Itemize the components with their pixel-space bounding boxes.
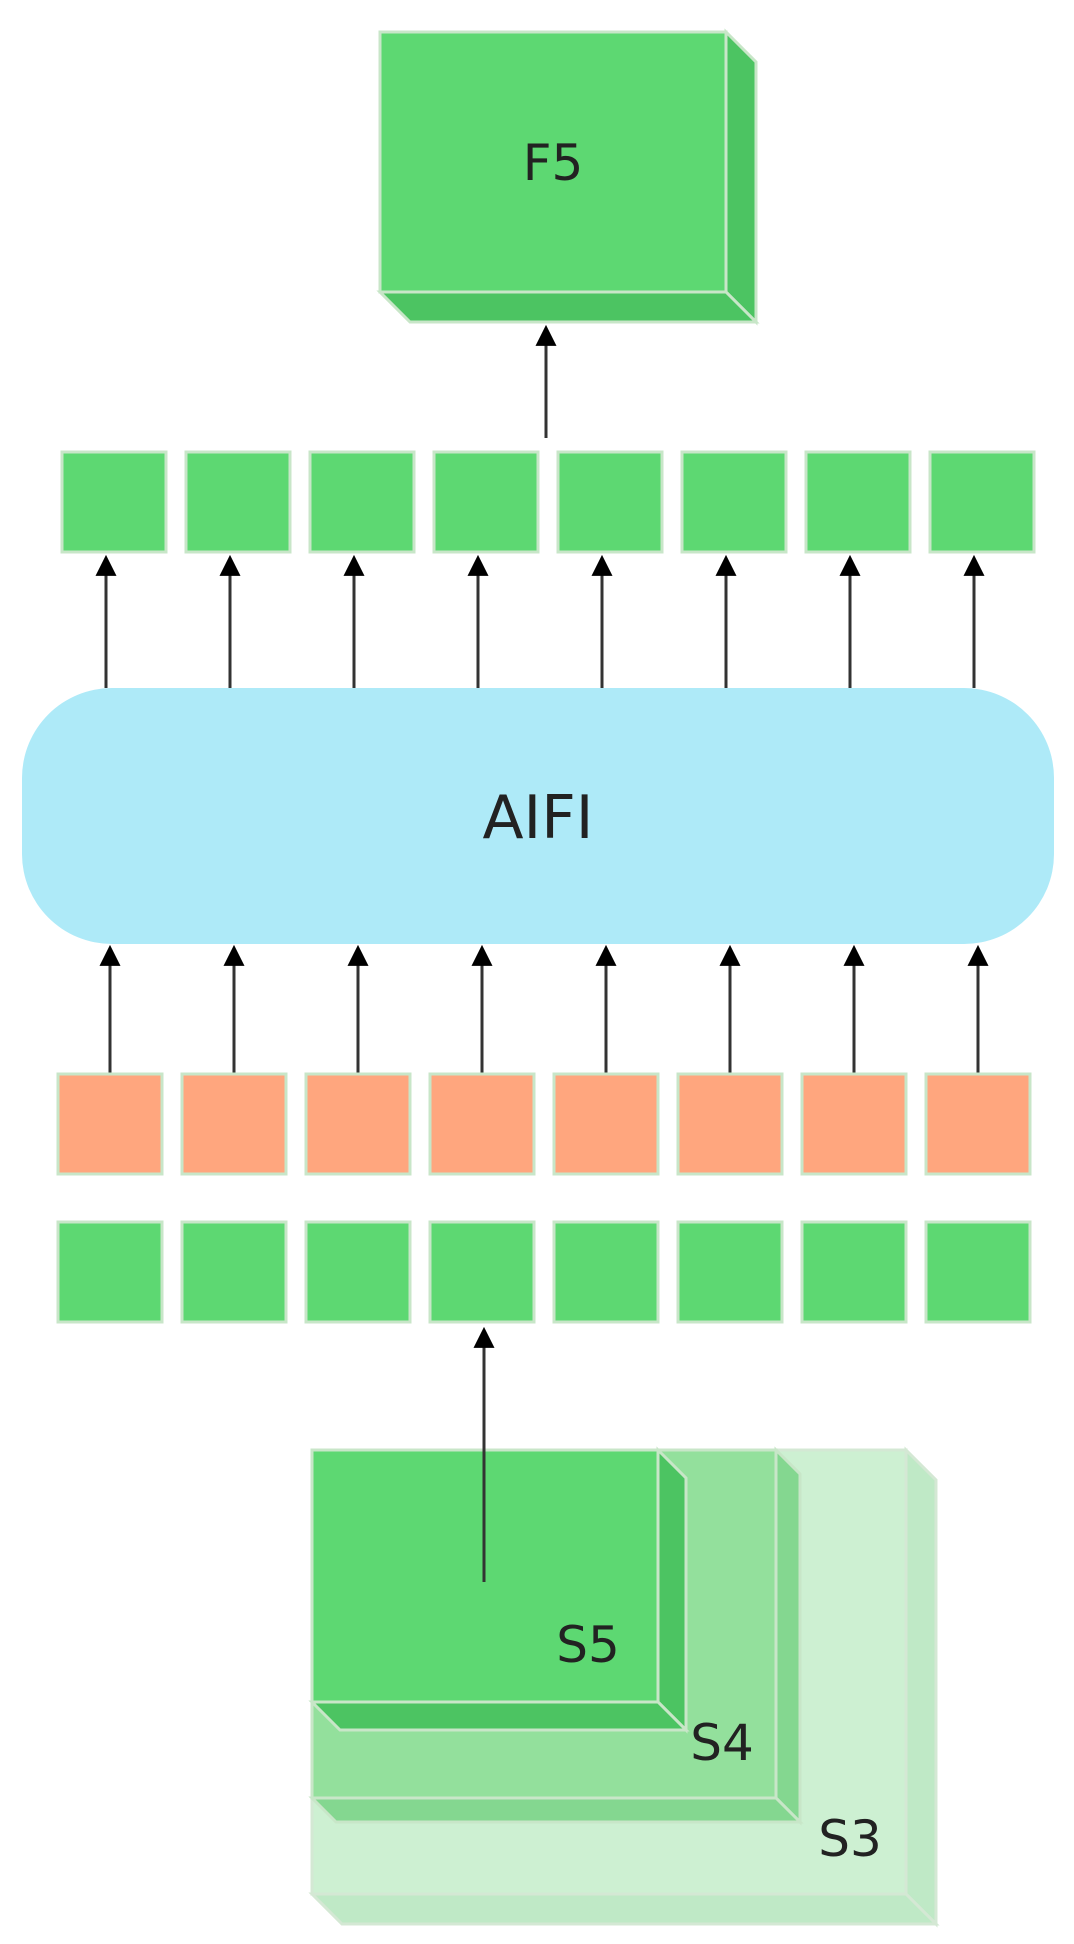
output-token: [60, 450, 168, 554]
s5-side: [656, 1446, 688, 1734]
feature-map-stack: S5 S4 S3: [308, 1446, 940, 1928]
output-token: [556, 450, 664, 554]
aifi-input-arrows: [99, 944, 989, 1074]
f5-block-side: [724, 28, 758, 326]
position-embedding: [800, 1072, 908, 1176]
f5-block-front: [378, 30, 728, 294]
aifi-encoder: AIFI: [22, 688, 1054, 944]
output-token: [804, 450, 912, 554]
s4-label: S4: [690, 1714, 754, 1772]
output-token: [432, 450, 540, 554]
f5-label: F5: [523, 134, 584, 192]
input-token: [552, 1220, 660, 1324]
position-embedding: [304, 1072, 412, 1176]
output-token: [928, 450, 1036, 554]
position-embedding: [180, 1072, 288, 1176]
input-token: [56, 1220, 164, 1324]
input-token: [924, 1220, 1032, 1324]
input-token: [180, 1220, 288, 1324]
output-token: [680, 450, 788, 554]
position-embedding: [428, 1072, 536, 1176]
output-token: [308, 450, 416, 554]
s3-label: S3: [818, 1810, 882, 1868]
aifi-output-arrows: [95, 554, 985, 688]
position-embedding: [924, 1072, 1032, 1176]
position-embedding: [676, 1072, 784, 1176]
s3-side: [904, 1446, 938, 1928]
output-token: [184, 450, 292, 554]
position-embedding-row: [56, 1072, 1032, 1176]
s5-feature-map: [308, 1446, 690, 1734]
f5-block-bottom: [376, 290, 760, 324]
input-token: [428, 1220, 536, 1324]
aifi-block: [22, 688, 1054, 944]
input-token: [800, 1220, 908, 1324]
output-token-row: [60, 450, 1036, 554]
s5-bottom: [308, 1700, 690, 1732]
position-embedding: [552, 1072, 660, 1176]
s4-bottom: [308, 1796, 804, 1824]
input-token: [304, 1220, 412, 1324]
s5-label: S5: [556, 1616, 620, 1674]
s4-side: [774, 1446, 802, 1826]
s3-bottom: [308, 1892, 940, 1926]
input-token-row: [56, 1220, 1032, 1324]
input-token: [676, 1220, 784, 1324]
position-embedding: [56, 1072, 164, 1176]
f5-output-block: F5: [376, 28, 760, 326]
aifi-label: AIFI: [483, 783, 594, 853]
